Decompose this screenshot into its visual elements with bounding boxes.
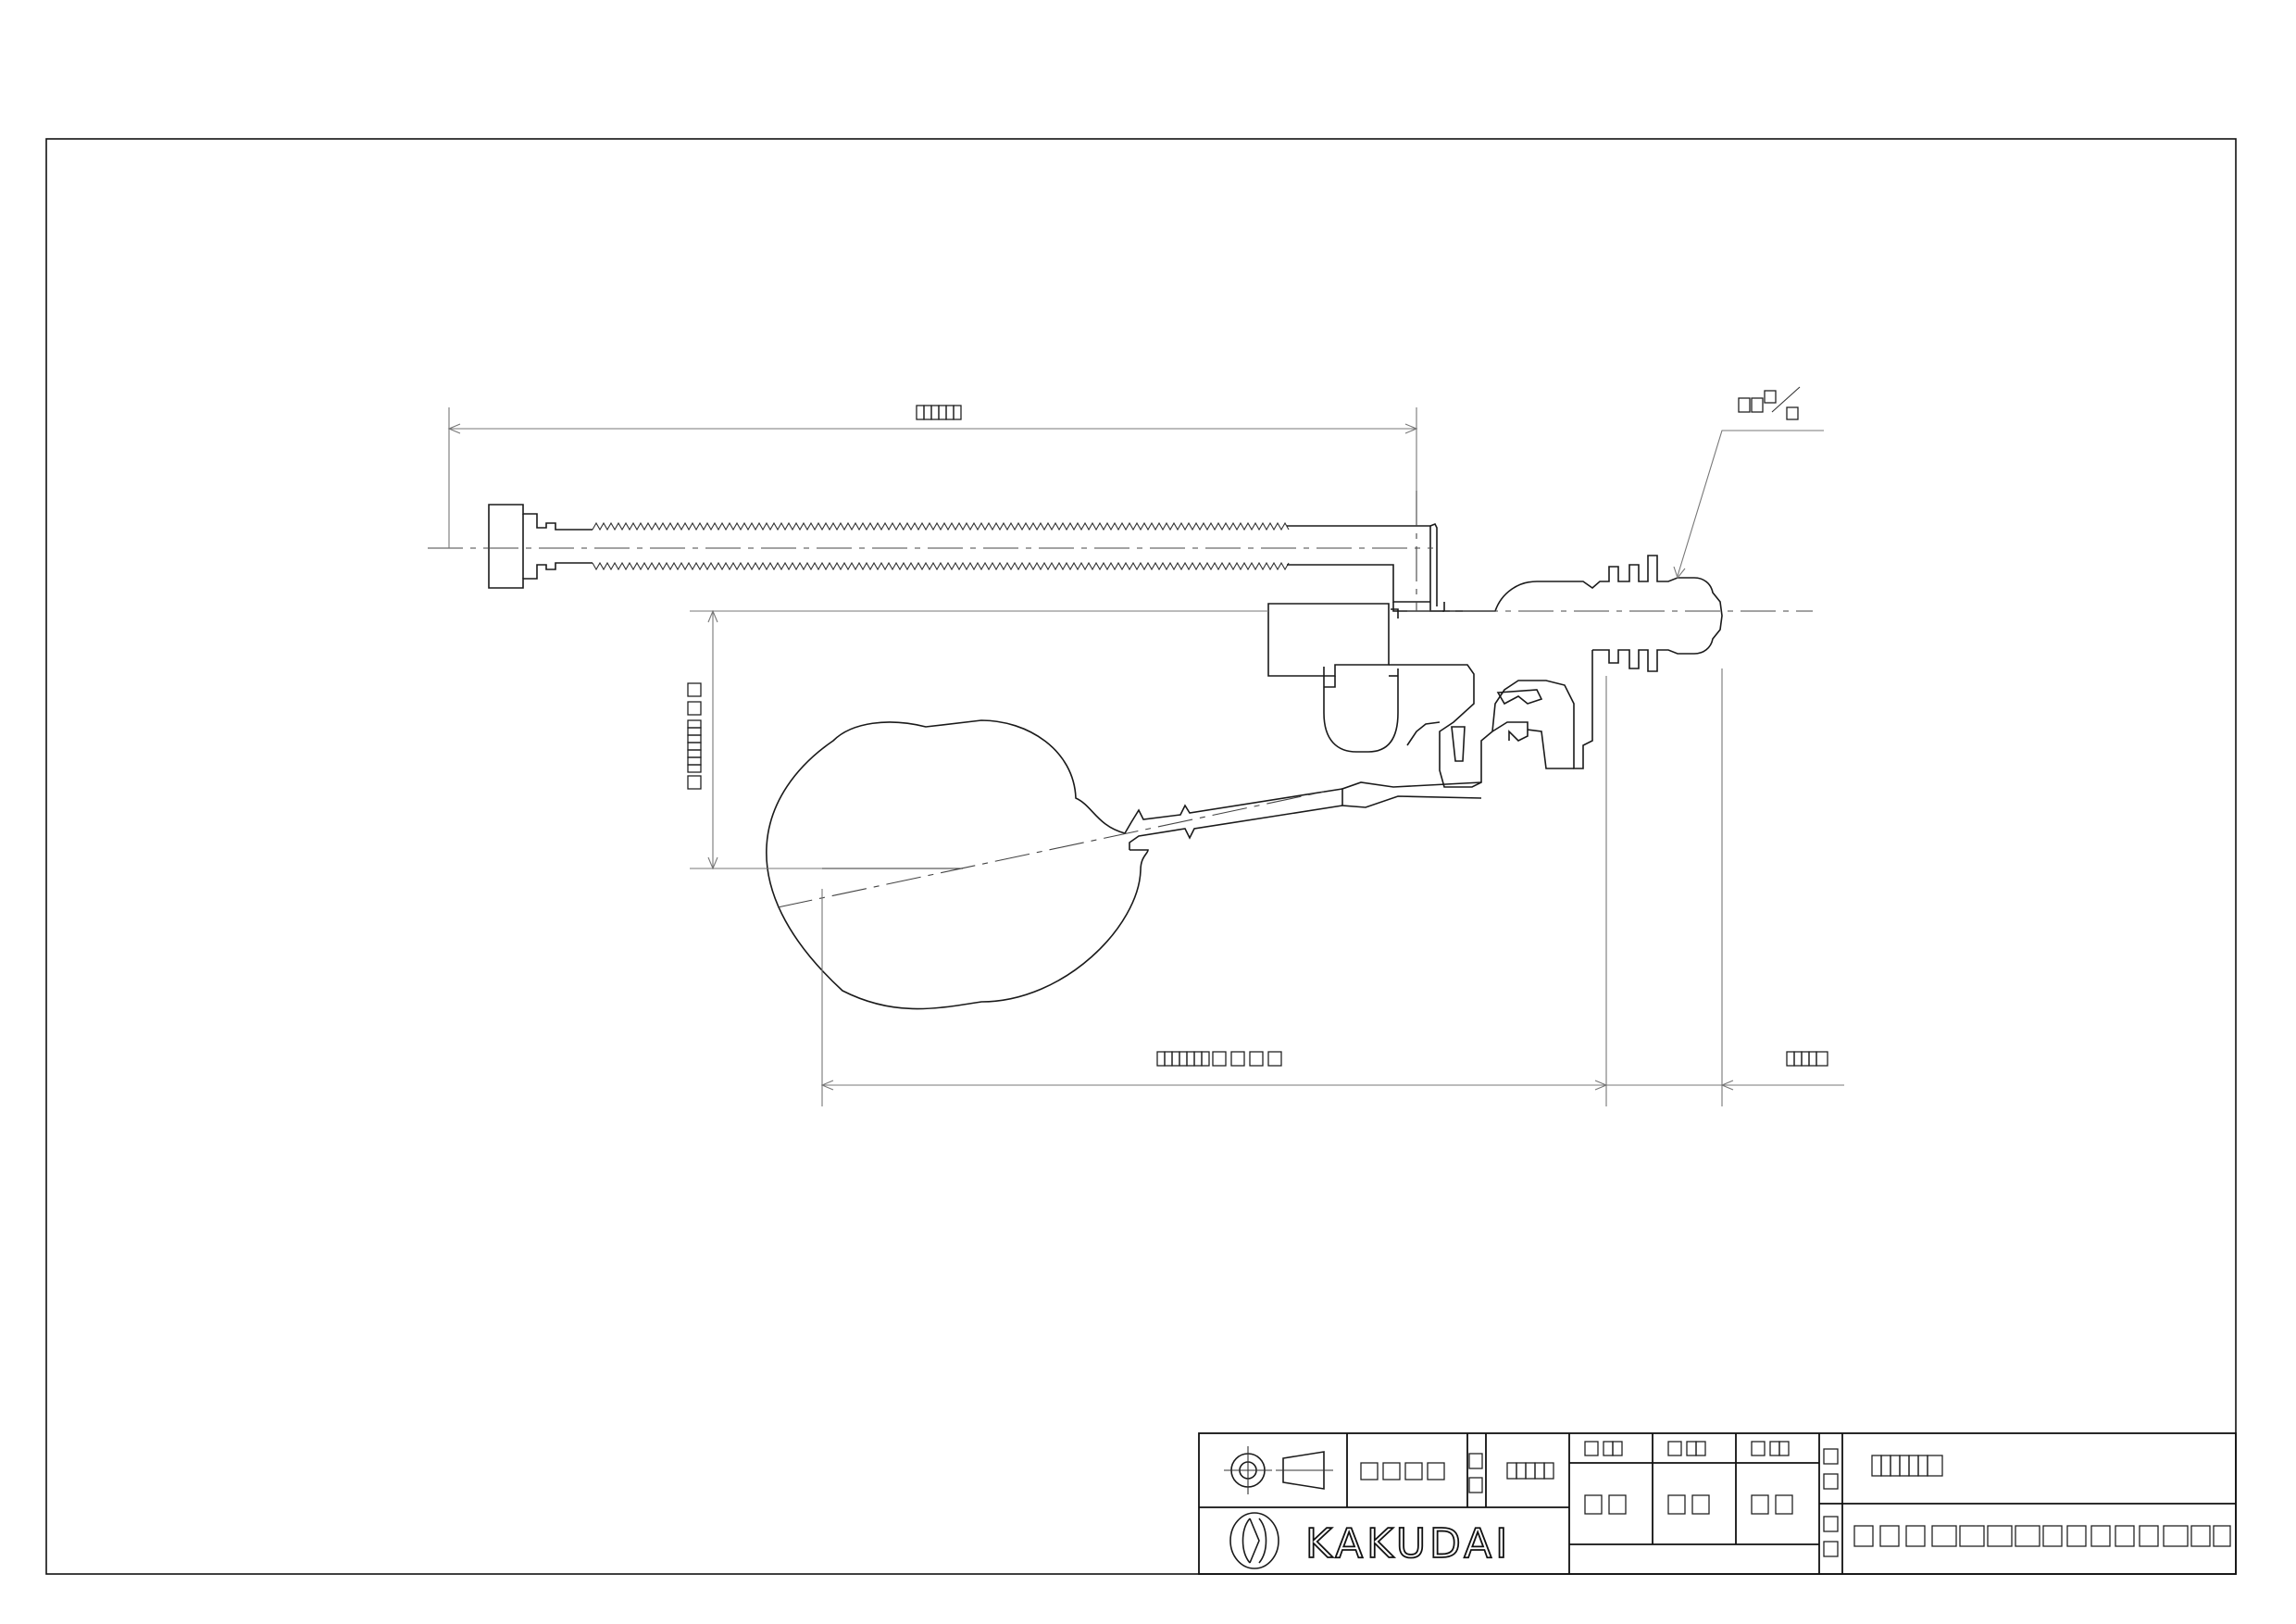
brand-name: KAKUDAI [1305, 1520, 1511, 1568]
ball-tap-part-drawing [428, 386, 1844, 1106]
valve-body [1267, 555, 1723, 808]
thread-size-label [1738, 386, 1801, 420]
title-block: KAKUDAI [1198, 1432, 2237, 1575]
title-block-row-labels [1823, 1448, 1839, 1557]
dimension-label-overall [1156, 1051, 1282, 1067]
approval-headers [1584, 1441, 1790, 1456]
part-name [1853, 1525, 2231, 1547]
kakudai-logo [1229, 1512, 1279, 1569]
connector-pipe [488, 504, 1444, 612]
projection-symbol-icon [1224, 1446, 1333, 1494]
dimension-label-end [1786, 1051, 1828, 1067]
part-number [1871, 1455, 1943, 1477]
dimension-label-length [916, 405, 962, 420]
scale-sub-label [1468, 1453, 1483, 1493]
scale-label [1360, 1462, 1445, 1480]
approval-names [1584, 1494, 1793, 1515]
scale-value [1506, 1462, 1554, 1480]
dimension-lines [447, 407, 1844, 1106]
drawing-frame [45, 138, 2237, 1575]
float-arm-and-ball [766, 719, 1343, 1010]
dimension-label-height [687, 682, 702, 790]
